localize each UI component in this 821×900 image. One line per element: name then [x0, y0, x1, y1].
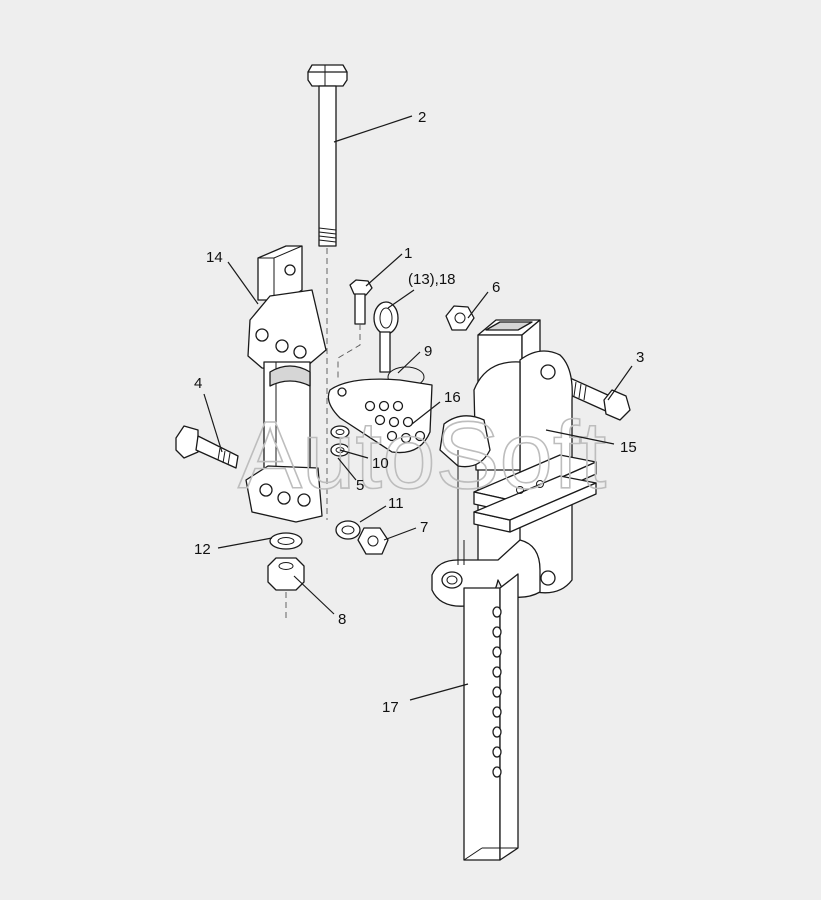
label-part-14: 14 [206, 249, 223, 266]
lock-washer-part-11 [335, 520, 361, 540]
leader-lines [203, 115, 633, 701]
adjuster-plate-part-16 [327, 378, 433, 454]
label-part-13-18: (13),18 [408, 271, 456, 288]
bolt-part-3 [567, 377, 631, 421]
label-part-12: 12 [194, 541, 211, 558]
tow-bar-part-17 [463, 573, 519, 861]
label-part-9: 9 [424, 343, 432, 360]
label-part-2: 2 [418, 109, 426, 126]
label-part-1: 1 [404, 245, 412, 262]
hitch-upright-part-15 [431, 319, 597, 607]
label-part-17: 17 [382, 699, 399, 716]
nut-part-6 [445, 305, 475, 331]
long-bolt-part-2 [307, 64, 348, 247]
pin-axis-line [337, 324, 361, 380]
label-part-10: 10 [372, 455, 389, 472]
label-part-7: 7 [420, 519, 428, 536]
label-part-16: 16 [444, 389, 461, 406]
label-part-8: 8 [338, 611, 346, 628]
small-bolt-part-1 [349, 279, 373, 325]
bracket-assembly-part-14 [245, 245, 327, 523]
label-part-6: 6 [492, 279, 500, 296]
watermark-text: AutoSoft [238, 402, 606, 509]
bolt-part-4 [175, 425, 239, 469]
callout-labels: 2 1 (13),18 6 3 4 9 16 14 15 10 5 11 7 1… [194, 109, 644, 716]
label-part-15: 15 [620, 439, 637, 456]
label-part-5: 5 [356, 477, 364, 494]
label-part-3: 3 [636, 349, 644, 366]
label-part-11: 11 [388, 495, 404, 512]
lock-washer-part-12 [269, 532, 303, 550]
lock-pin-part-13-18 [373, 301, 399, 373]
nut-part-8 [267, 557, 305, 591]
nut-part-7 [357, 527, 389, 555]
label-part-4: 4 [194, 375, 202, 392]
washer-part-10 [330, 425, 350, 439]
